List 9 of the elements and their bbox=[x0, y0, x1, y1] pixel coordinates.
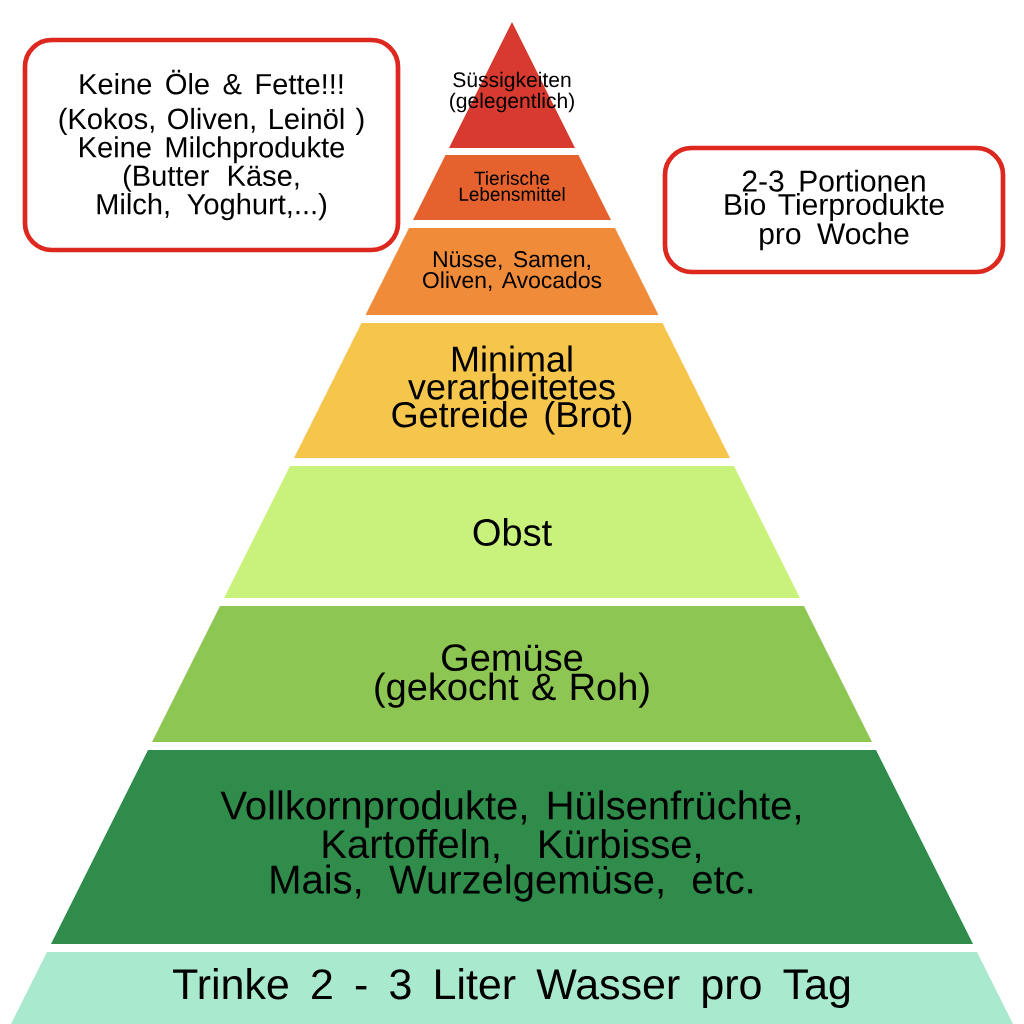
pyramid-layer: Trinke 2 - 3 Liter Wasser pro Tag bbox=[11, 952, 1013, 1024]
pyramid-layer: Minimal verarbeitetes Getreide (Brot) bbox=[294, 323, 730, 458]
pyramid-layer: Nüsse, Samen, Oliven, Avocados bbox=[365, 228, 659, 315]
pyramid-layer: Vollkornprodukte, Hülsenfrüchte, Kartoffeln, Kürbisse, Mais, Wurzelgemüse, etc. bbox=[51, 750, 973, 944]
pyramid-layer: Obst bbox=[224, 466, 800, 598]
callout-box: Keine Öle & Fette!!! (Kokos, Oliven, Leinöl ) Keine Milchprodukte (Butter Käse, Milch, Yoghurt,...) bbox=[22, 37, 401, 253]
callout-box: 2-3 Portionen Bio Tierprodukte pro Woche bbox=[662, 145, 1006, 275]
pyramid-layer: Gemüse (gekocht & Roh) bbox=[152, 606, 872, 742]
pyramid-layer: Tierische Lebensmittel bbox=[413, 155, 611, 220]
